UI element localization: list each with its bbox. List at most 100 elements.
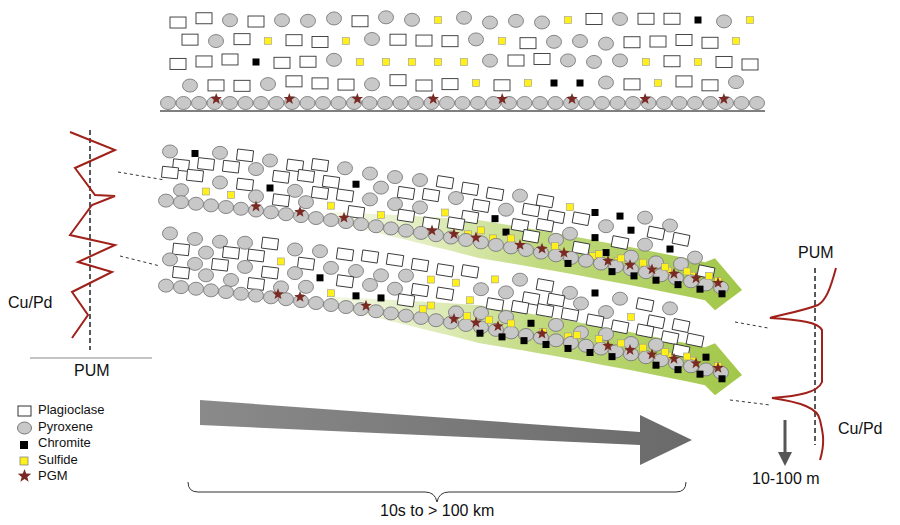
chromite-grain <box>719 375 726 382</box>
sulfide-grain <box>508 320 515 327</box>
plagioclase-grain <box>611 236 629 250</box>
pyroxene-grain <box>440 97 455 110</box>
pyroxene-grain <box>288 267 303 280</box>
chromite-grain <box>565 345 572 352</box>
plagioclase-grain <box>261 237 278 250</box>
plagioclase-grain <box>336 189 353 202</box>
pyroxene-grain <box>163 145 178 158</box>
profile-label: Cu/Pd <box>8 294 52 312</box>
plagioclase-grain <box>572 212 590 226</box>
plagioclase-grain <box>436 264 454 277</box>
chromite-grain <box>617 213 624 220</box>
pyroxene-grain <box>299 280 314 293</box>
pyroxene-grain <box>234 287 249 300</box>
plagioclase-grain <box>486 298 504 311</box>
pyroxene-grain <box>204 199 219 212</box>
pyroxene-grain <box>213 146 228 159</box>
pyroxene-grain <box>413 174 428 187</box>
pgm-grain <box>558 247 569 258</box>
chromite-grain <box>697 286 704 293</box>
pyroxene-grain <box>159 194 174 207</box>
pyroxene-grain <box>374 269 389 282</box>
pgm-grain <box>624 344 635 355</box>
plagioclase-grain <box>442 79 458 90</box>
pyroxene-grain <box>384 307 399 320</box>
plagioclase-grain <box>222 246 239 259</box>
sulfide-grain <box>453 279 460 286</box>
plagioclase-grain <box>247 249 264 262</box>
plagioclase-grain <box>472 199 490 212</box>
plagioclase-grain <box>411 258 428 271</box>
pyroxene-grain <box>561 54 576 67</box>
pyroxene-grain <box>729 76 744 89</box>
plagioclase-grain <box>672 319 690 333</box>
sulfide-grain <box>552 243 559 250</box>
chromite-grain <box>695 17 702 24</box>
sulfide-grain <box>596 336 603 343</box>
pgm-grain <box>492 320 503 331</box>
plagioclase-grain <box>522 229 540 243</box>
sulfide-symbol <box>20 457 28 465</box>
pyroxene-grain <box>365 32 380 45</box>
pyroxene-grain <box>613 12 628 25</box>
sulfide-grain <box>747 17 754 24</box>
pyroxene-grain <box>613 54 628 67</box>
cu-pd-profile <box>70 132 115 338</box>
plagioclase-grain <box>236 149 253 162</box>
plagioclase-grain <box>170 17 186 28</box>
pgm-grain <box>514 239 525 250</box>
plagioclase-grain <box>702 37 718 48</box>
chromite-grain <box>565 260 572 267</box>
pyroxene-grain <box>161 97 176 110</box>
pgm-grain <box>338 212 349 223</box>
enrichment-arrows <box>330 212 742 395</box>
plagioclase-grain <box>286 35 302 46</box>
pgm-grain <box>690 357 701 368</box>
plagioclase-grain <box>336 248 353 261</box>
chromite-grain <box>719 290 726 297</box>
plagioclase-grain <box>676 34 692 45</box>
pyroxene-grain <box>238 236 253 249</box>
pgm-grain <box>294 206 305 217</box>
pyroxene-grain <box>209 35 224 48</box>
sulfide-grain <box>640 344 647 351</box>
sulfide-grain <box>473 80 480 87</box>
enrichment-arrow <box>330 212 742 310</box>
pgm-grain <box>668 353 679 364</box>
sulfide-grain <box>684 353 691 360</box>
plagioclase-grain <box>661 331 679 345</box>
pyroxene-grain <box>192 97 207 110</box>
chromite-grain <box>499 333 506 340</box>
pyroxene-grain <box>672 97 687 110</box>
plagioclase-grain <box>386 253 403 266</box>
pyroxene-grain <box>483 54 498 67</box>
plagioclase-grain <box>520 38 536 49</box>
plagioclase-grain <box>536 279 554 293</box>
plagioclase-grain <box>436 176 454 189</box>
lateral-arrow <box>200 400 692 465</box>
chromite-grain <box>503 229 510 236</box>
plagioclase-grain <box>411 283 428 296</box>
pyroxene-grain <box>199 269 214 282</box>
boundary-line <box>120 256 160 266</box>
pgm-grain <box>566 93 577 104</box>
legend-text: PGM <box>38 469 68 484</box>
pyroxene-grain <box>388 282 403 295</box>
sulfide-grain <box>596 251 603 258</box>
crystal-grains <box>159 11 765 382</box>
pyroxene-grain <box>547 35 562 48</box>
sulfide-grain <box>508 235 515 242</box>
chromite-grain <box>521 337 528 344</box>
sulfide-grain <box>228 191 235 198</box>
chromite-grain <box>477 330 484 337</box>
pyroxene-grain <box>535 16 550 29</box>
sulfide-grain <box>278 258 285 265</box>
pyroxene-grain <box>563 227 578 240</box>
plagioclase-grain <box>742 59 758 70</box>
pyroxene-grain <box>324 261 339 274</box>
plagioclase-grain <box>322 175 339 188</box>
pyroxene-grain <box>459 318 474 331</box>
chromite-grain <box>592 289 599 296</box>
plagioclase-grain <box>686 333 704 347</box>
